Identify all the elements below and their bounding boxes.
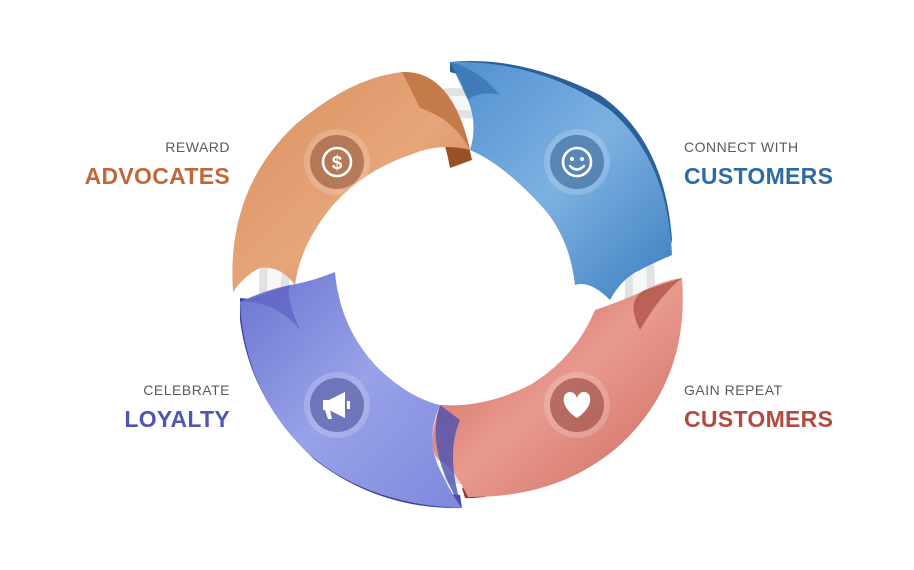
megaphone-icon (304, 372, 370, 438)
repeat-title: CUSTOMERS (684, 406, 834, 432)
connect-title: CUSTOMERS (684, 163, 834, 189)
dollar-icon: $ (304, 129, 370, 195)
loyalty-title: LOYALTY (124, 406, 230, 432)
advocates-title: ADVOCATES (84, 163, 230, 189)
label-loyalty: CELEBRATE LOYALTY (0, 382, 230, 433)
repeat-subtitle: GAIN REPEAT (684, 382, 783, 398)
loyalty-subtitle: CELEBRATE (143, 382, 230, 398)
label-connect-customers: CONNECT WITH CUSTOMERS (684, 139, 914, 190)
advocates-subtitle: REWARD (165, 139, 230, 155)
label-repeat-customers: GAIN REPEAT CUSTOMERS (684, 382, 914, 433)
svg-text:$: $ (332, 153, 343, 174)
smiley-icon (544, 129, 610, 195)
heart-icon (544, 372, 610, 438)
label-advocates: REWARD ADVOCATES (0, 139, 230, 190)
connect-subtitle: CONNECT WITH (684, 139, 799, 155)
